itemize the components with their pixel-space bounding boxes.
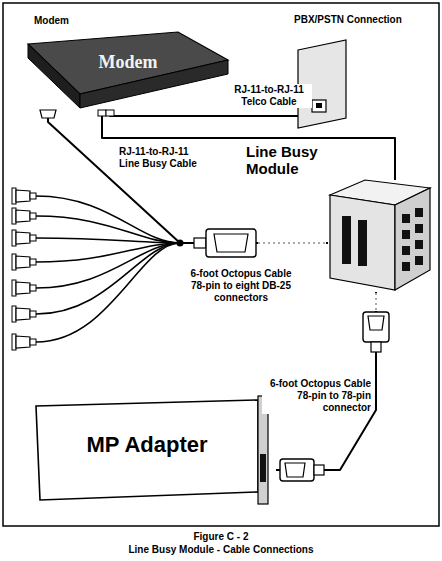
78-pin-port <box>358 220 367 266</box>
78-pin-plug <box>280 459 314 481</box>
cable-label: RJ-11-to-RJ-11 Telco Cable <box>226 84 312 108</box>
db25-strain-relief <box>30 193 36 199</box>
78-pin-plug <box>363 312 389 342</box>
device-name: Modem <box>78 52 178 73</box>
db25-connector <box>16 282 30 294</box>
78-pin-plug-face <box>285 463 305 477</box>
db25-connector <box>16 256 30 268</box>
adapter-card: MP Adapter <box>32 396 276 504</box>
db25-strain-relief <box>30 311 36 317</box>
module-front <box>330 195 395 290</box>
rj11-jack <box>402 246 410 255</box>
device-label: MP Adapter <box>52 432 242 457</box>
rj11-port <box>98 110 106 116</box>
plug-strain-relief <box>314 465 324 475</box>
octopus-branch <box>36 216 180 243</box>
node-outline <box>328 180 432 292</box>
rj11-jack <box>415 240 423 249</box>
device-label: PBX/PSTN Connection <box>294 14 402 26</box>
db25-connector <box>16 232 30 244</box>
cable-label: 6-foot Octopus Cable 78-pin to 78-pin co… <box>262 378 372 414</box>
cable <box>110 110 298 116</box>
cable-label: RJ-11-to-RJ-11 Line Busy Cable <box>118 146 204 170</box>
figure-caption: Figure C - 2 <box>0 531 442 542</box>
device-label: Line Busy Module <box>246 144 328 177</box>
module-side <box>395 188 430 290</box>
octopus-branch <box>36 196 180 243</box>
78-pin-plug <box>206 229 256 257</box>
rj11-port <box>106 110 114 116</box>
cable-label: 6-foot Octopus Cable 78-pin to eight DB-… <box>186 268 296 304</box>
db25-strain-relief <box>30 285 36 291</box>
db25-connector <box>16 336 30 348</box>
db25-connector <box>16 308 30 320</box>
figure-frame <box>3 3 439 526</box>
78-pin-port <box>260 454 266 482</box>
modem-side <box>28 44 80 108</box>
plug-in-guide <box>376 293 377 311</box>
78-pin-plug-face <box>368 316 384 330</box>
line-busy-module: Line Busy Module <box>328 180 432 292</box>
figure-subtitle: Line Busy Module - Cable Connections <box>0 544 442 555</box>
gap-mask <box>374 293 378 311</box>
plug-strain-relief <box>194 238 206 248</box>
rj11-jack <box>415 256 423 265</box>
octopus-branch <box>36 243 180 342</box>
device-label: Modem <box>34 15 69 27</box>
rj11-jack <box>402 262 410 271</box>
card-board <box>36 400 258 500</box>
db25-strain-relief <box>30 259 36 265</box>
db25-connector <box>16 210 30 222</box>
plug-strain-relief <box>371 342 381 352</box>
db25-strain-relief <box>30 339 36 345</box>
db25-port <box>40 110 56 118</box>
plug-in-guide <box>258 243 326 244</box>
rj11-jack <box>312 100 326 112</box>
gap-mask <box>258 241 326 245</box>
rj11-jack-slot <box>316 103 322 108</box>
db25-connector <box>16 190 30 202</box>
rj11-jack <box>415 224 423 233</box>
cable <box>48 110 328 243</box>
rj11-jack <box>402 230 410 239</box>
rj11-jack <box>402 214 410 223</box>
cable <box>102 110 395 180</box>
db25-strain-relief <box>30 235 36 241</box>
78-pin-port <box>342 216 351 264</box>
octopus-branch <box>36 243 180 314</box>
rj11-jack <box>415 208 423 217</box>
octopus-branch <box>36 238 180 243</box>
78-pin-plug-face <box>214 234 248 252</box>
modem-device: ModemModem <box>28 32 228 110</box>
db25-strain-relief <box>30 213 36 219</box>
